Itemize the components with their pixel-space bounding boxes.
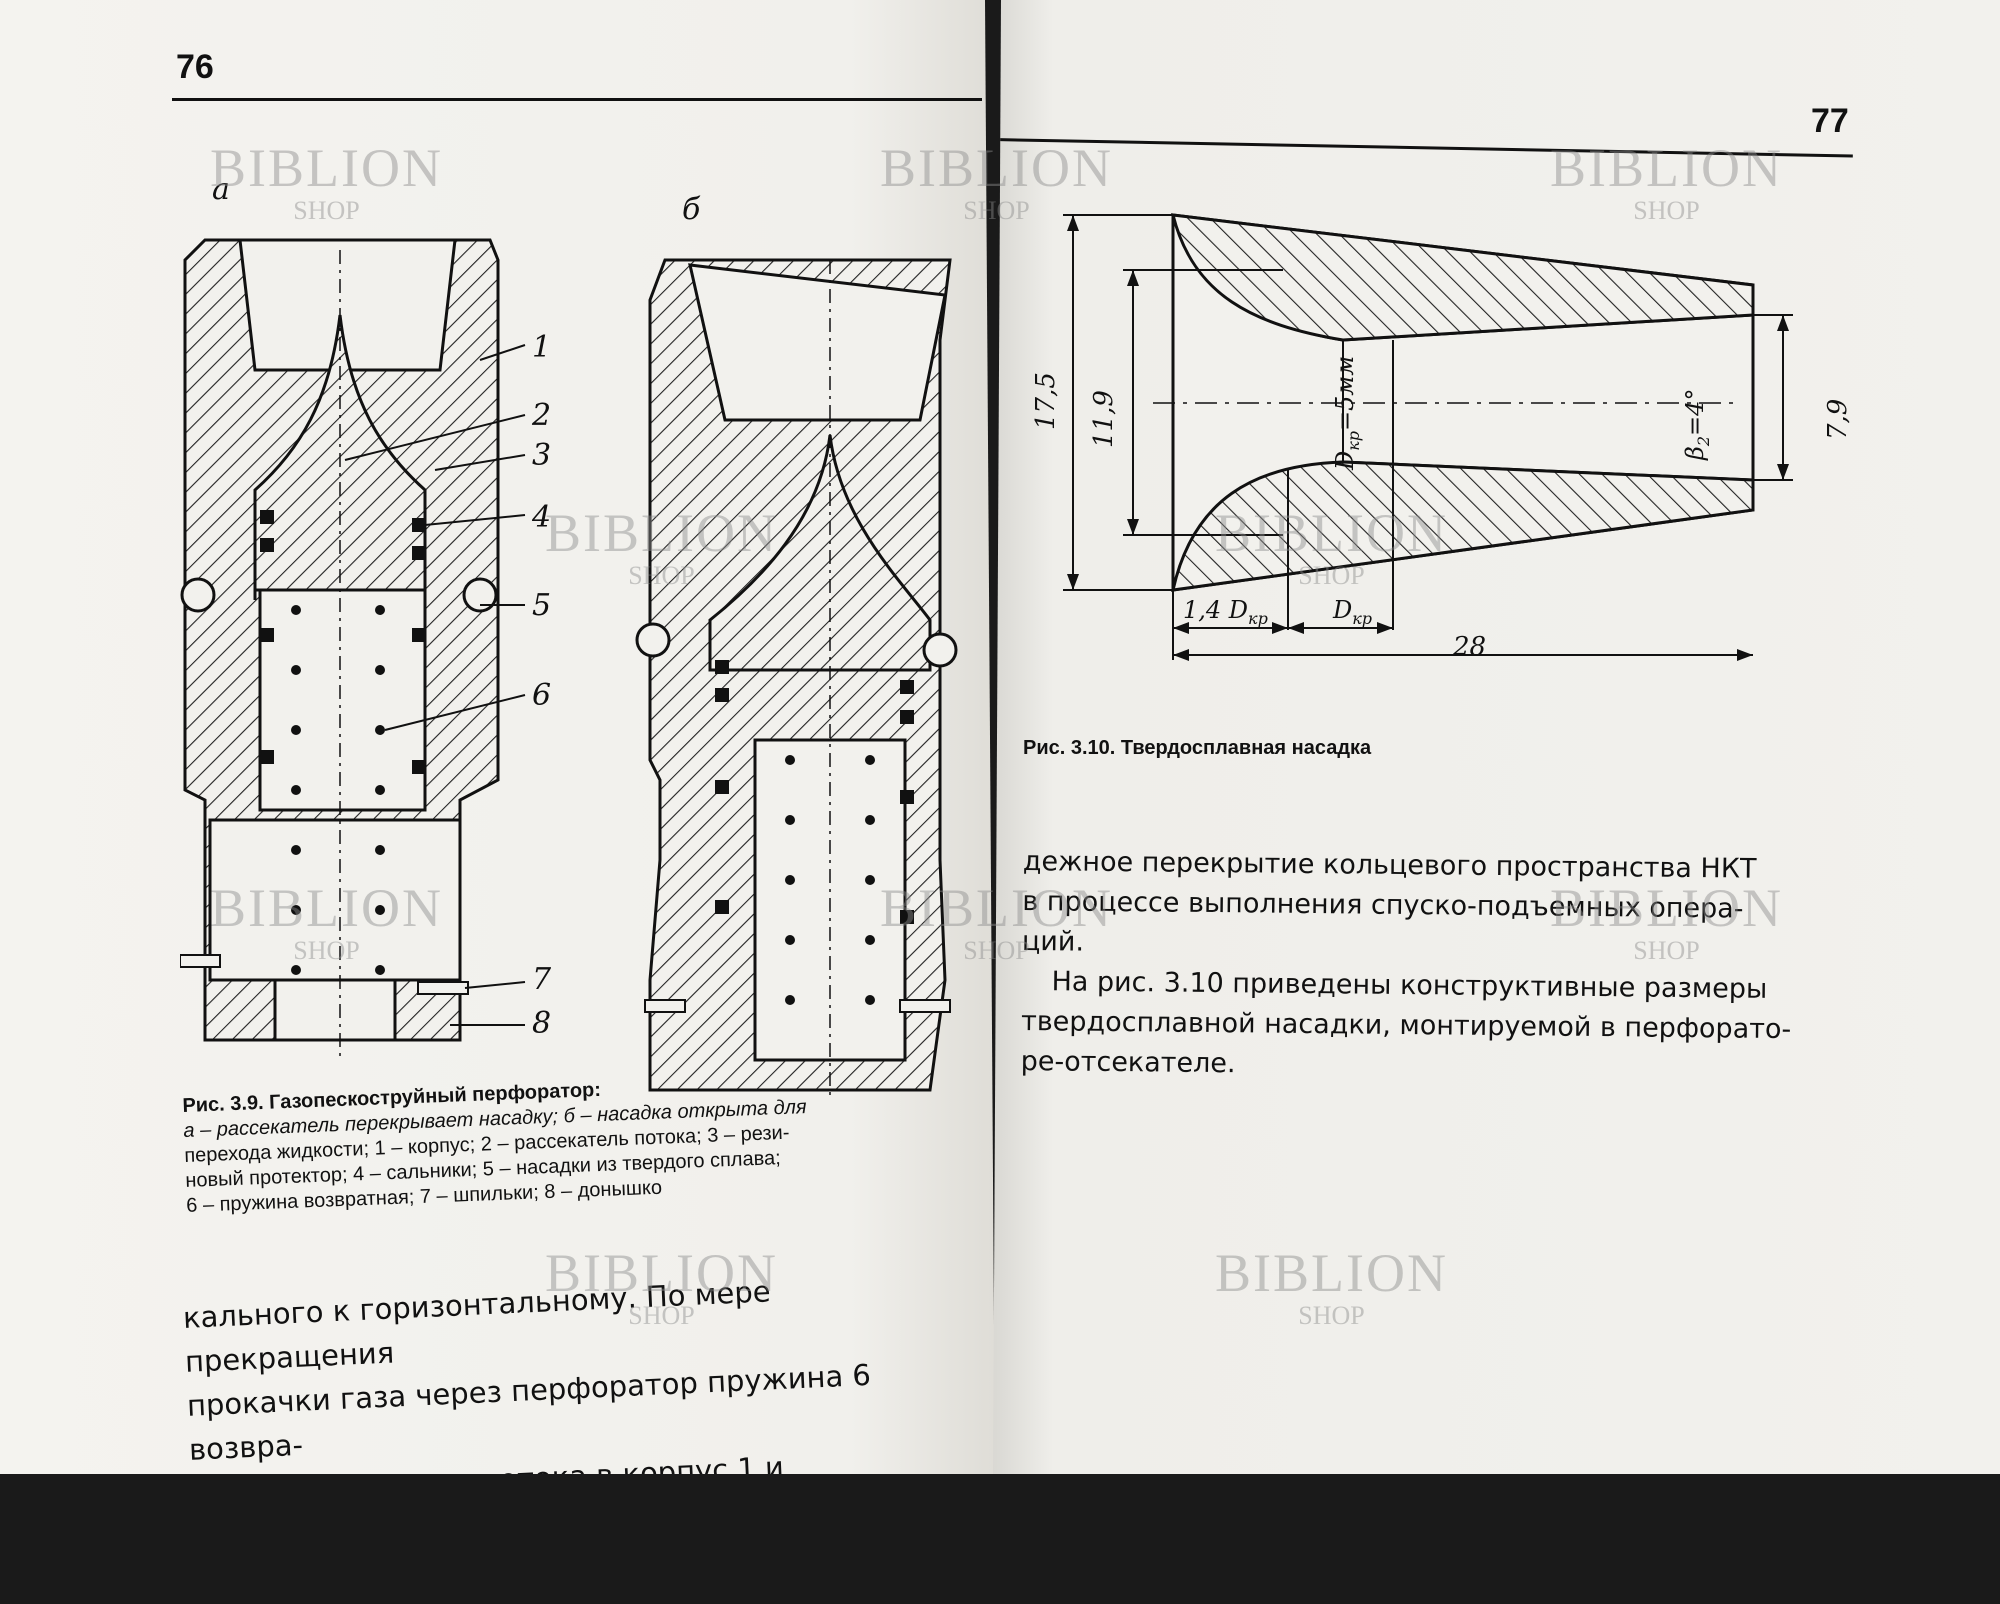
dim-1-4dkr: 1,4 Dкр (1183, 596, 1268, 628)
dim-28: 28 (1453, 632, 1487, 662)
dim-17-5: 17,5 (1031, 372, 1061, 430)
figure-caption-3-10: Рис. 3.10. Твердосплавная насадка (1023, 737, 1372, 759)
callout-6: 6 (532, 678, 552, 713)
callout-3: 3 (532, 438, 552, 473)
right-page: 77 (993, 0, 2000, 1474)
callout-1: 1 (532, 330, 552, 365)
text-line: сечение насадок 5. Герметиза (194, 1543, 664, 1599)
dim-dkr-5mm: Dкр=5мм (1331, 355, 1363, 470)
page-number: 76 (176, 48, 214, 86)
dim-dkr: Dкр (1333, 596, 1373, 628)
callout-7: 7 (532, 962, 552, 997)
callout-5: 5 (532, 588, 552, 623)
drawing-a (180, 238, 500, 1060)
header-rule (172, 98, 982, 101)
callout-2: 2 (532, 398, 552, 433)
left-page: 76 а б (0, 0, 995, 1474)
nozzle-figure (1063, 213, 1793, 661)
drawing-b (635, 258, 958, 1100)
callout-8: 8 (532, 1006, 552, 1041)
page-number: 77 (1811, 102, 1849, 140)
perforator-figure (180, 238, 958, 1100)
dim-beta: β2=4° (1681, 388, 1713, 460)
fig-label-b: б (682, 192, 701, 227)
callout-4: 4 (532, 500, 552, 535)
book-spread: 76 а б (0, 0, 2000, 1474)
fig-label-a: а (212, 172, 230, 207)
dim-11-9: 11,9 (1089, 390, 1119, 448)
dim-7-9: 7,9 (1823, 398, 1853, 440)
